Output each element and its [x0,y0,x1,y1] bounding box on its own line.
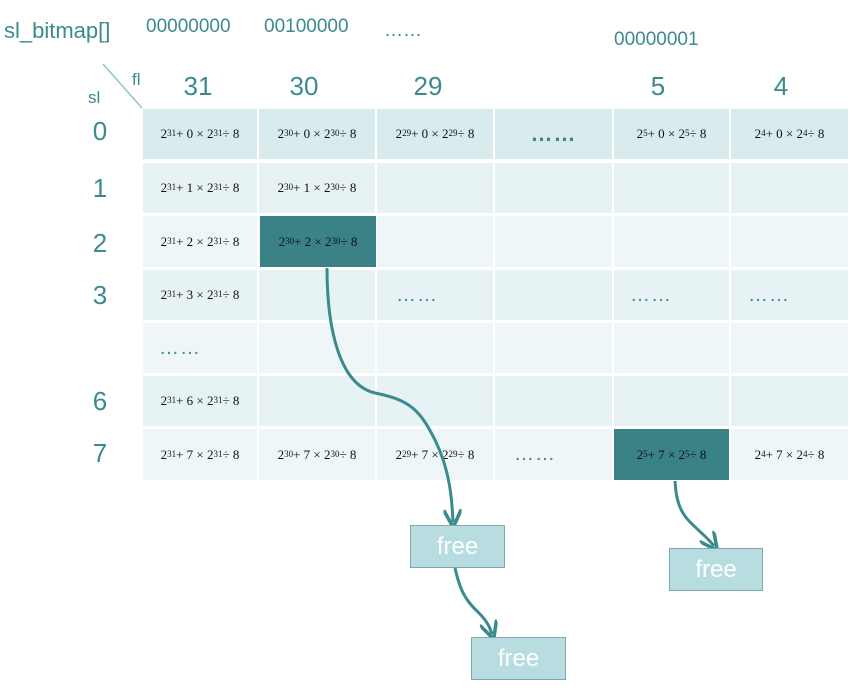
cell-r3-c4-ellipsis: …… [748,283,790,306]
sl-header-7: 7 [92,438,108,468]
bitmap-value-0: 00000000 [146,16,231,37]
grid-cell-bg [377,109,493,159]
sl-header-6: 6 [92,386,108,416]
free-block-1: free [410,525,505,568]
grid-cell-bg [377,376,493,426]
cell-r4-ellipsis: …… [159,336,201,359]
grid-cell-bg [614,163,729,213]
sl-header-1: 1 [92,173,108,203]
grid-cell-bg [143,163,257,213]
grid-cell-bg [614,216,729,267]
grid-cell-bg [377,323,493,373]
grid-cell-bg [495,270,612,320]
fl-header-30: 30 [289,71,319,101]
grid-cell-bg [614,270,729,320]
sl-bitmap-label: sl_bitmap[] [4,18,111,43]
cell-r0-ellipsis: …… [530,121,577,146]
grid-cell-bg [495,323,612,373]
grid-cell-bg [259,163,375,213]
grid-cell-bg [259,270,375,320]
fl-header-31: 31 [183,71,213,101]
fl-header-5: 5 [650,71,666,101]
fl-axis-label: fl [132,70,141,89]
fl-header-4: 4 [773,71,789,101]
sl-axis-label: sl [88,88,101,107]
grid-cell-bg [731,163,848,213]
grid-cell-bg [731,216,848,267]
grid-cell-bg [731,270,848,320]
free-block-2: free [471,637,566,680]
free-block-3: free [669,548,763,591]
arrow-free-1-to-free-2 [453,567,492,634]
bitmap-value-1: 00100000 [264,16,349,37]
grid-cell-bg [731,429,848,480]
arrow-r7c5-to-free-3 [673,480,714,546]
sl-header-0: 0 [92,116,108,146]
grid-cell-bg [731,376,848,426]
grid-cell-bg [377,163,493,213]
grid-cell-bg [614,109,729,159]
cell-r7-ellipsis: …… [514,443,556,465]
grid-cell-bg [377,216,493,267]
grid-cell-bg [143,270,257,320]
grid-cell-bg [495,376,612,426]
grid-cell-bg [495,109,612,159]
sl-header-3: 3 [92,280,108,310]
grid-cell-bg [731,109,848,159]
grid-cell-bg [143,109,257,159]
grid-cell-bg [495,163,612,213]
fl-header-29: 29 [413,71,443,101]
grid-cell-bg [495,429,612,480]
grid-cell-bg [143,376,257,426]
cell-r3-c5-ellipsis: …… [630,283,672,306]
grid-cell-bg [731,323,848,373]
sl-header-2: 2 [92,228,108,258]
bitmap-ellipsis: …… [384,20,422,41]
grid-cell-bg [377,270,493,320]
grid-cell-bg [614,376,729,426]
arrow-r2c30-to-free-1 [325,267,453,522]
grid-cell-bg [259,429,375,480]
grid-cell-bg [143,323,257,373]
grid-cell-bg [143,429,257,480]
grid-cell-bg [259,109,375,159]
bitmap-value-3: 00000001 [614,29,699,50]
grid-cell-bg [259,323,375,373]
grid-cell-bg [495,216,612,267]
grid-cell-bg [143,216,257,267]
corner-divider [102,63,143,109]
grid-cell-bg [614,323,729,373]
grid-cell-bg [259,376,375,426]
cell-r3-c29-ellipsis: …… [396,283,438,306]
